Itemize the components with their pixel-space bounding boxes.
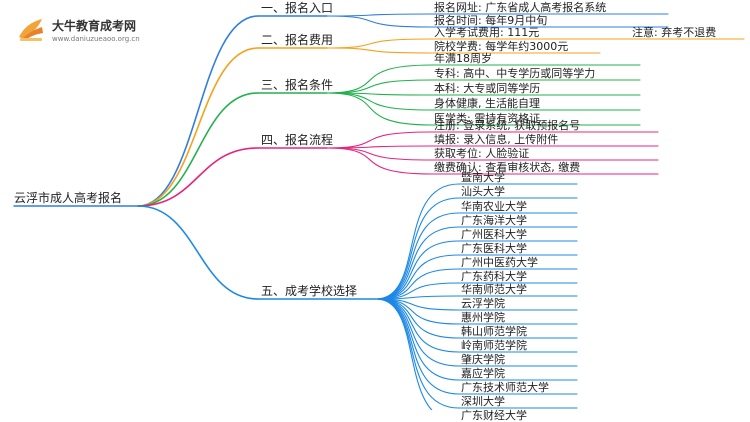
- branch-connector: [137, 205, 259, 300]
- leaf-label: 广州医科大学: [461, 228, 527, 241]
- leaf-label: 广东财经大学: [461, 409, 527, 422]
- leaf-connector: [326, 92, 433, 96]
- branch-label: 五、成考学校选择: [261, 284, 358, 298]
- leaf-connector: [326, 47, 433, 54]
- leaf-connector: [326, 147, 433, 161]
- leaf-connector: [326, 147, 433, 175]
- branch-connector: [137, 47, 259, 207]
- leaf-connector: [375, 197, 460, 300]
- leaf-connector: [326, 38, 433, 49]
- leaf-connector: [326, 131, 433, 149]
- leaf-label: 入学考试费用: 111元: [434, 26, 540, 39]
- leaf-label: 缴费确认: 查看审核状态, 缴费: [434, 161, 581, 174]
- leaf-label: 韩山师范学院: [461, 325, 527, 338]
- leaf-connector: [375, 298, 460, 381]
- leaf-label: 广东海洋大学: [461, 214, 527, 227]
- leaf-connector: [326, 64, 433, 94]
- branch-connector: [137, 147, 259, 207]
- leaf-label: 岭南师范学院: [461, 339, 527, 352]
- brand-logo: [16, 15, 46, 43]
- leaf-connector: [375, 298, 433, 410]
- leaf-connector: [375, 240, 460, 300]
- leaf-label: 填报: 录入信息, 上传附件: [434, 133, 559, 146]
- leaf-connector: [326, 79, 433, 94]
- leaf-label: 广州中医药大学: [461, 256, 538, 269]
- leaf-label: 医学类: 需持有资格证: [434, 112, 541, 125]
- branch-label: 四、报名流程: [261, 133, 334, 147]
- leaf-connector: [326, 13, 433, 17]
- leaf-label: 汕头大学: [461, 185, 505, 198]
- branch-label: 二、报名费用: [261, 33, 334, 47]
- brand-name: 大牛教育成考网: [52, 19, 137, 33]
- leaf-label: 嘉应学院: [461, 367, 505, 380]
- branch-label: 三、报名条件: [261, 78, 334, 92]
- leaf-label: 年满18周岁: [434, 52, 492, 65]
- leaf-label: 院校学费: 每学年约3000元: [434, 40, 569, 53]
- leaf-connector: [326, 92, 433, 126]
- leaf-label: 本科: 大专或同等学历: [434, 82, 541, 95]
- leaf-label: 肇庆学院: [461, 353, 505, 366]
- leaf-label: 深圳大学: [461, 395, 505, 408]
- leaf-label: 报名网址: 广东省成人高考报名系统: [434, 1, 607, 14]
- leaf-label: 广东药科大学: [461, 270, 527, 283]
- root-node: 云浮市成人高考报名: [14, 191, 123, 205]
- leaf-label: 获取考位: 人脸验证: [434, 147, 530, 160]
- note-label: 注意: 弃考不退费: [632, 26, 717, 39]
- leaf-connector: [375, 298, 460, 367]
- leaf-label: 惠州学院: [461, 311, 505, 324]
- leaf-label: 报名时间: 每年9月中旬: [434, 14, 548, 27]
- leaf-connector: [375, 298, 460, 339]
- leaf-connector: [375, 226, 460, 300]
- leaf-label: 身体健康, 生活能自理: [434, 97, 540, 110]
- leaf-label: 广东医科大学: [461, 242, 527, 255]
- leaf-connector: [375, 254, 460, 300]
- leaf-label: 华南师范大学: [461, 283, 527, 296]
- leaf-connector: [326, 15, 433, 28]
- leaf-connector: [375, 268, 460, 300]
- branch-connector: [137, 15, 259, 207]
- brand-url: www.daniuzueaoo.org.cn: [52, 35, 140, 43]
- leaf-connector: [326, 92, 433, 111]
- leaf-label: 华南农业大学: [461, 200, 527, 213]
- leaf-label: 专科: 高中、中专学历或同等学力: [434, 67, 596, 80]
- leaf-connector: [375, 212, 460, 300]
- leaf-label: 注册: 登录系统, 获取预报名号: [434, 119, 581, 132]
- leaf-connector: [326, 145, 433, 149]
- leaf-label: 广东技术师范大学: [461, 381, 549, 394]
- branch-label: 一、报名入口: [261, 1, 334, 15]
- mindmap-connectors: [13, 13, 745, 410]
- branch-connector: [137, 92, 259, 207]
- leaf-label: 暨南大学: [461, 171, 505, 184]
- leaf-label: 云浮学院: [461, 297, 505, 310]
